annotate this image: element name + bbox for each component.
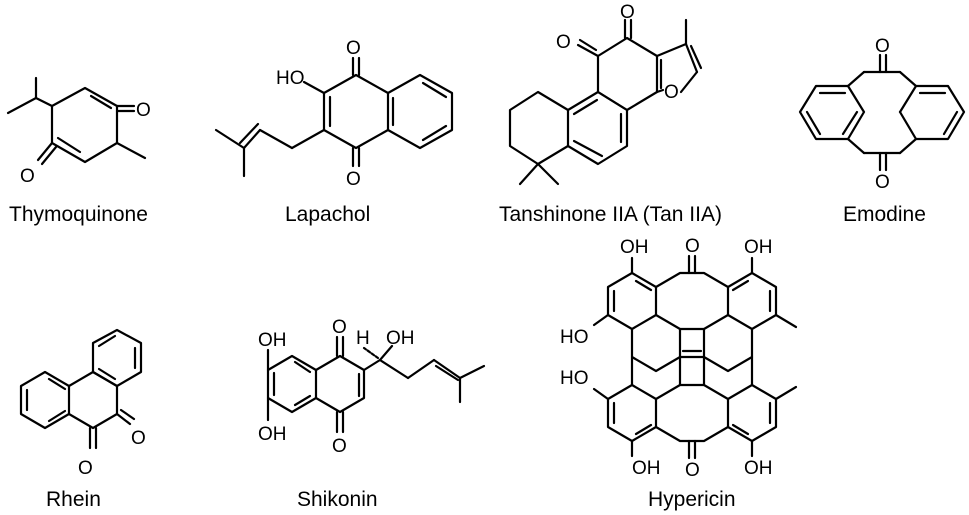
hypericin-atom-label: HO	[560, 368, 589, 389]
tanshinone-label: Tanshinone IIA (Tan IIA)	[499, 203, 722, 226]
hypericin-atom-label: O	[685, 460, 700, 481]
shikonin-atom-label: OH	[258, 330, 287, 351]
hypericin-label: Hypericin	[648, 488, 736, 511]
lapachol-atom-label: HO	[276, 68, 305, 89]
emodine-label: Emodine	[843, 203, 926, 226]
rhein-atom-label: O	[131, 428, 146, 449]
rhein-structure: O O	[19, 328, 146, 479]
tanshinone-atom-label: O	[664, 82, 679, 103]
hypericin-atom-label: OH	[620, 237, 649, 258]
emodine-atom-label: O	[875, 172, 890, 193]
tanshinone-structure: O O O	[508, 2, 703, 186]
shikonin-atom-label: OH	[386, 328, 415, 349]
tanshinone-atom-label: O	[556, 32, 571, 53]
shikonin-atom-label: O	[332, 317, 347, 338]
tanshinone-atom-label: O	[620, 2, 635, 23]
thymoquinone-atom-label: O	[136, 100, 151, 121]
shikonin-atom-label: H	[356, 328, 370, 349]
lapachol-atom-label: O	[346, 38, 361, 59]
thymoquinone-atom-label: O	[20, 166, 35, 187]
lapachol-atom-label: O	[346, 169, 361, 190]
shikonin-atom-label: OH	[258, 424, 287, 445]
hypericin-atom-label: HO	[560, 327, 589, 348]
emodine-atom-label: O	[875, 36, 890, 57]
shikonin-structure: OH O H OH OH O	[258, 317, 486, 457]
thymoquinone-label: Thymoquinone	[9, 203, 148, 226]
rhein-label: Rhein	[46, 488, 101, 511]
hypericin-atom-label: OH	[632, 458, 661, 479]
hypericin-atom-label: OH	[744, 458, 773, 479]
shikonin-atom-label: O	[332, 436, 347, 457]
thymoquinone-structure: O O	[6, 76, 151, 187]
hypericin-structure: OH O OH HO HO OH O OH	[560, 236, 798, 481]
shikonin-label: Shikonin	[297, 488, 378, 511]
rhein-atom-label: O	[78, 458, 93, 479]
emodine-structure: O O	[798, 36, 966, 193]
lapachol-structure: O HO O	[214, 38, 454, 190]
hypericin-atom-label: OH	[744, 237, 773, 258]
hypericin-atom-label: O	[685, 236, 700, 257]
lapachol-label: Lapachol	[285, 203, 370, 226]
